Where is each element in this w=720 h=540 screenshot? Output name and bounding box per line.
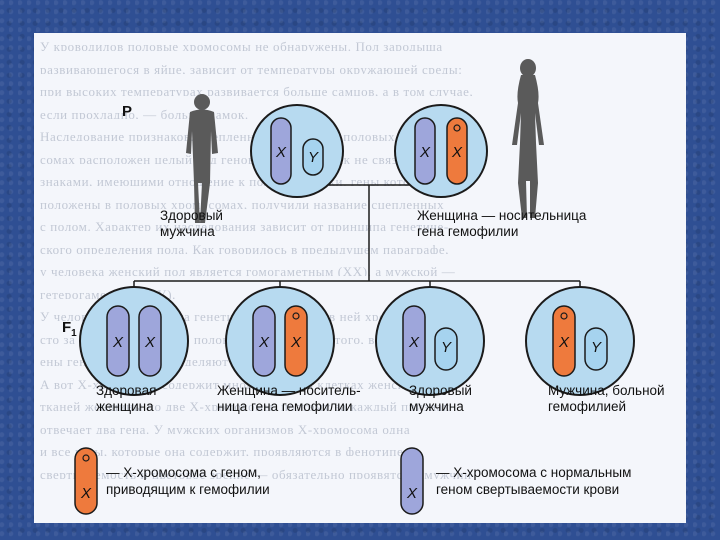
chromosome-label: X	[558, 334, 570, 351]
chromosome-label: X	[290, 334, 302, 351]
normal-x-chromosome: X	[138, 305, 162, 377]
textbook-page: У кроводилов половые хромосомы не обнару…	[34, 33, 686, 523]
background-text-line: тканей женщины по две X-хромосомы, поэто…	[40, 399, 450, 411]
normal-x-chromosome: X	[402, 305, 426, 377]
male-silhouette-icon	[186, 94, 218, 223]
normal-x-chromosome: X	[106, 305, 130, 377]
hemophilia-x-chromosome: X	[552, 305, 576, 377]
normal-x-chromosome: X	[270, 117, 292, 185]
background-text-line: развивающегося в яйце, зависит от темпер…	[40, 61, 463, 74]
y-chromosome: Y	[302, 138, 324, 176]
hemophilia-x-chromosome: X	[446, 117, 468, 185]
background-text-line: у человека женский пол является гомогаме…	[40, 264, 456, 276]
chromosome-label: Y	[591, 339, 602, 356]
offspring-2-caption: Женщина — носитель-ница гена гемофилии	[217, 383, 361, 414]
background-text-line: свертываемость и цветовое зрение — обяза…	[40, 466, 472, 479]
background-text-line: и все гены, которые она содержит, проявл…	[40, 444, 408, 456]
normal-x-chromosome: X	[414, 117, 436, 185]
female-silhouette-icon	[512, 59, 544, 218]
background-text-line: У кроводилов половые хромосомы не обнару…	[40, 39, 443, 51]
hemophilia-gene-marker-icon	[292, 312, 300, 320]
background-text-line: при высоких температурах развивается бол…	[40, 84, 474, 96]
f1-generation-label: F1	[62, 319, 77, 339]
hemophilia-gene-marker-icon	[453, 124, 461, 132]
chromosome-label: X	[451, 144, 463, 161]
background-text-line: отвечает два гена. У мужских организмов …	[40, 421, 411, 434]
hemophilia-x-chromosome: X	[284, 305, 308, 377]
chromosome-label: X	[275, 144, 287, 161]
normal-x-chromosome: X	[252, 305, 276, 377]
background-text-line: положены в половых хромосомах, получили …	[40, 196, 445, 209]
chromosome-label: X	[408, 334, 420, 351]
chromosome-label: X	[406, 485, 418, 502]
chromosome-label: X	[112, 334, 124, 351]
chromosome-label: Y	[441, 339, 452, 356]
background-text-line: знаками, имеющими отношение к полу. Приз…	[40, 174, 463, 186]
chromosome-label: X	[258, 334, 270, 351]
legend-normal-chromosome-icon: X	[400, 447, 424, 515]
parents-generation-label: P	[122, 103, 133, 120]
hemophilia-gene-marker-icon	[560, 312, 568, 320]
legend-hemophilia-text: — X-хромосома с геном,приводящим к гемоф…	[106, 465, 270, 497]
chromosome-label: X	[144, 334, 156, 351]
y-chromosome: Y	[584, 327, 608, 371]
y-chromosome: Y	[434, 327, 458, 371]
background-text-line: ского определения пола. Как говорилось в…	[40, 241, 450, 254]
chromosome-label: X	[80, 485, 92, 502]
background-text-line: с полом. Характер их наследования зависи…	[40, 219, 449, 231]
chromosome-label: X	[419, 144, 431, 161]
chromosome-label: Y	[308, 149, 319, 166]
legend-hemophilia-chromosome-icon: X	[74, 447, 98, 515]
